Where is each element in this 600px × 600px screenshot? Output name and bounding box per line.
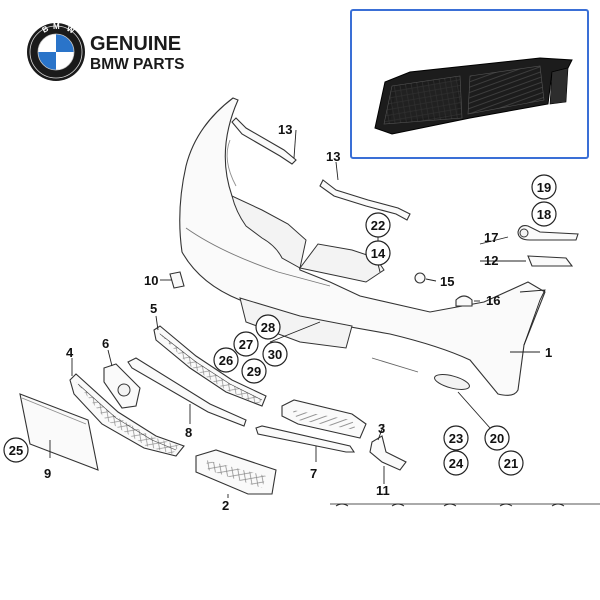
label-part-28: 28 (261, 320, 275, 335)
label-part-11: 11 (376, 483, 390, 498)
bracket-6-hole (117, 383, 131, 397)
label-part-9: 9 (44, 466, 51, 481)
lower-air-intake (239, 297, 353, 349)
circle-24 (443, 450, 469, 476)
reinforcement-12 (527, 255, 574, 267)
inset-grille-mesh (383, 75, 463, 125)
label-part-12: 12 (484, 253, 498, 268)
circle-19 (531, 174, 557, 200)
label-part-26: 26 (219, 353, 233, 368)
label-part-25: 25 (9, 443, 23, 458)
clip-10 (169, 271, 185, 289)
circle-21 (498, 450, 524, 476)
label-part-24: 24 (449, 456, 464, 471)
label-part-10: 10 (144, 273, 158, 288)
label-part-15: 15 (440, 274, 454, 289)
label-part-2: 2 (222, 498, 229, 513)
label-part-23: 23 (449, 431, 463, 446)
clip-15 (414, 272, 426, 284)
label-part-16: 16 (486, 293, 500, 308)
circle-25 (3, 437, 29, 463)
circle-27 (233, 331, 259, 357)
brand-line-genuine: GENUINE (90, 33, 181, 55)
trim-strip-13-upper (231, 117, 297, 165)
label-part-4: 4 (66, 345, 74, 360)
circle-30 (262, 341, 288, 367)
strip-8 (127, 357, 247, 427)
label-part-27: 27 (239, 337, 253, 352)
label-part-19: 19 (537, 180, 551, 195)
logo-letter-w: W (65, 24, 76, 36)
label-part-5: 5 (150, 301, 157, 316)
logo-letter-b: B (41, 24, 51, 35)
inset-grille-photo (350, 9, 589, 159)
license-plate-bracket-9 (19, 393, 99, 471)
inset-grille-slats (467, 65, 545, 115)
logo-blue-quadrant-2 (38, 52, 56, 70)
trim-7 (255, 425, 356, 453)
label-part-1: 1 (545, 345, 552, 360)
label-part-22: 22 (371, 218, 385, 233)
grille-5 (153, 325, 267, 407)
logo-blue-quadrant-1 (56, 34, 74, 52)
circle-22 (365, 212, 391, 238)
label-part-14: 14 (371, 246, 386, 261)
left-grille-opening (231, 195, 307, 269)
circled-labels: 19 18 22 14 28 27 30 26 29 23 24 20 21 2… (3, 174, 557, 476)
bumper-cover (179, 97, 546, 396)
label-part-18: 18 (537, 207, 551, 222)
circle-26 (213, 347, 239, 373)
brand-line-bmw-parts: BMW PARTS (90, 56, 184, 73)
label-part-8: 8 (185, 425, 192, 440)
label-part-20: 20 (490, 431, 504, 446)
circle-18 (531, 201, 557, 227)
inset-grille-tab (549, 67, 569, 105)
label-part-17: 17 (484, 230, 498, 245)
label-part-6: 6 (102, 336, 109, 351)
bracket-11 (369, 435, 407, 471)
logo-letter-m: M (53, 22, 60, 31)
mount-17 (517, 225, 579, 241)
label-part-30: 30 (268, 347, 282, 362)
cropped-legend-row (330, 503, 600, 507)
label-part-3: 3 (378, 421, 385, 436)
label-part-21: 21 (504, 456, 518, 471)
label-part-13-upper: 13 (278, 122, 292, 137)
clip-16 (455, 295, 473, 307)
label-part-29: 29 (247, 364, 261, 379)
label-part-7: 7 (310, 466, 317, 481)
fog-lamp-recess (434, 374, 470, 390)
circle-29 (241, 358, 267, 384)
circle-20 (484, 425, 510, 451)
circle-28 (255, 314, 281, 340)
circle-23 (443, 425, 469, 451)
trim-strip-13-lower (319, 179, 411, 221)
circle-14 (365, 240, 391, 266)
bmw-logo: B M W (27, 22, 85, 81)
label-part-13-lower: 13 (326, 149, 340, 164)
grille-4 (69, 373, 185, 457)
